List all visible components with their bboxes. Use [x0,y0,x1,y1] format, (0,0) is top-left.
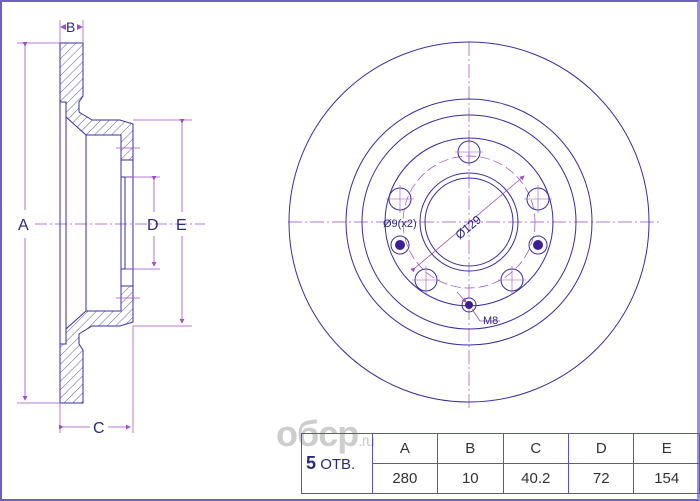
label-e: E [176,217,187,234]
value-d: 72 [568,463,635,494]
label-c: C [93,420,105,437]
value-b: 10 [437,463,504,494]
header-d: D [568,433,635,464]
value-a: 280 [371,463,439,494]
front-view: Ø129 Ø9(x2) M8 [288,41,660,410]
side-section-view: A B C D E [17,19,205,437]
label-b: B [66,19,75,35]
thread-label: M8 [483,315,498,327]
label-d: D [147,217,159,234]
header-e: E [633,433,700,464]
header-b: B [437,433,504,464]
label-a: A [18,217,29,234]
holes-label: Ø9(x2) [383,218,417,230]
header-c: C [502,433,570,464]
value-e: 154 [633,463,700,494]
holes-count-cell: 5 ОТВ. [301,433,373,494]
header-a: A [371,433,439,464]
bolt-circle-label: Ø129 [453,212,485,242]
specs-table: 5 ОТВ. A B C D E 280 10 40.2 72 154 [301,433,700,494]
value-c: 40.2 [502,463,570,494]
